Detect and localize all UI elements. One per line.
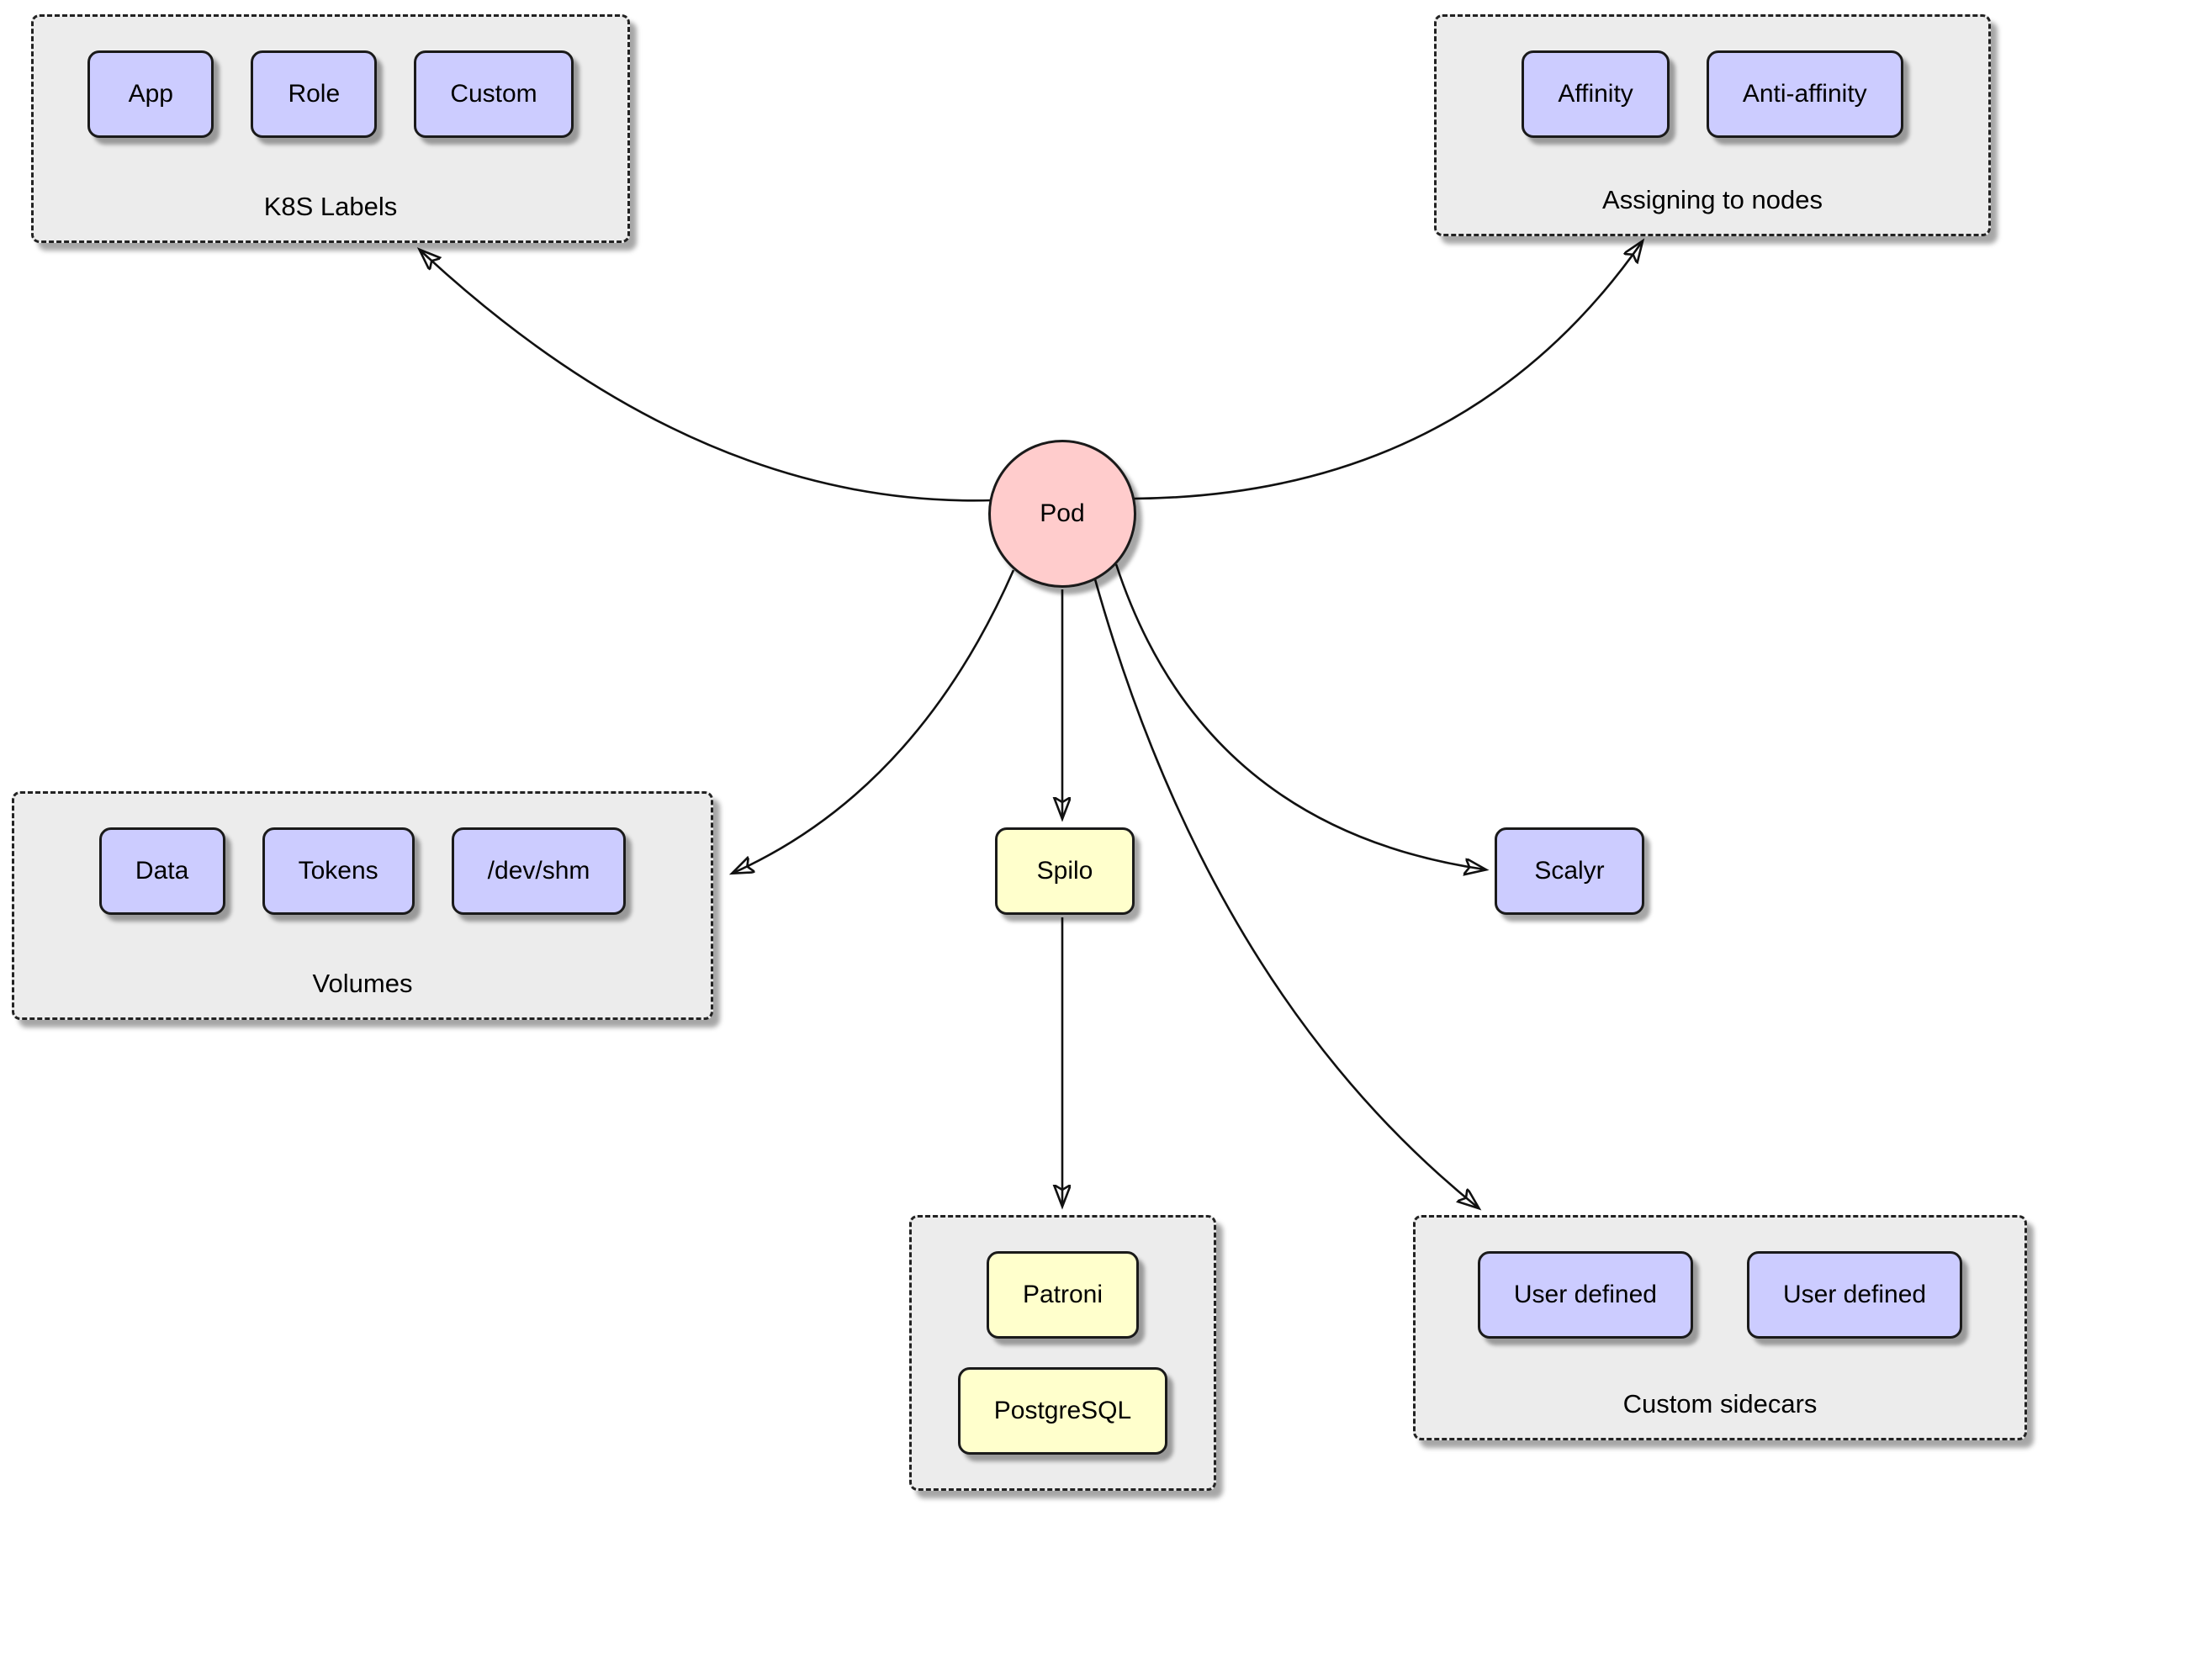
group-assigning-to-nodes: Affinity Anti-affinity Assigning to node… <box>1434 14 1991 236</box>
edge-pod-to-k8s-labels <box>421 251 993 502</box>
node-user-defined-2: User defined <box>1747 1251 1963 1339</box>
node-anti-affinity: Anti-affinity <box>1706 50 1903 138</box>
edge-pod-to-scalyr <box>1114 563 1485 869</box>
pod-node: Pod <box>988 440 1136 588</box>
edge-pod-to-assigning-to-nodes <box>1133 242 1642 500</box>
edge-pod-to-volumes <box>733 569 1015 873</box>
group-custom-sidecars: User defined User defined Custom sidecar… <box>1413 1215 2027 1440</box>
node-tokens: Tokens <box>262 827 415 915</box>
node-custom: Custom <box>414 50 574 138</box>
group-title-volumes: Volumes <box>312 969 413 998</box>
node-user-defined-1: User defined <box>1477 1251 1693 1339</box>
group-title-custom-sidecars: Custom sidecars <box>1622 1389 1818 1418</box>
node-scalyr: Scalyr <box>1495 827 1644 915</box>
volumes-items: Data Tokens /dev/shm <box>98 827 627 915</box>
node-dev-shm: /dev/shm <box>451 827 627 915</box>
node-spilo: Spilo <box>995 827 1135 915</box>
group-k8s-labels: App Role Custom K8S Labels <box>31 14 630 243</box>
spilo-stack-items: Patroni PostgreSQL <box>957 1251 1168 1455</box>
node-role: Role <box>251 50 378 138</box>
group-title-k8s-labels: K8S Labels <box>263 192 398 221</box>
group-volumes: Data Tokens /dev/shm Volumes <box>12 791 713 1020</box>
node-data: Data <box>98 827 225 915</box>
group-title-assigning-to-nodes: Assigning to nodes <box>1602 185 1823 214</box>
custom-sidecars-items: User defined User defined <box>1477 1251 1963 1339</box>
node-postgresql: PostgreSQL <box>957 1367 1168 1455</box>
node-app: App <box>87 50 214 138</box>
node-patroni: Patroni <box>986 1251 1140 1339</box>
group-spilo-stack: Patroni PostgreSQL <box>909 1215 1216 1491</box>
node-affinity: Affinity <box>1522 50 1670 138</box>
edge-pod-to-custom-sidecars <box>1093 578 1478 1207</box>
k8s-labels-items: App Role Custom <box>87 50 574 138</box>
assigning-items: Affinity Anti-affinity <box>1522 50 1903 138</box>
